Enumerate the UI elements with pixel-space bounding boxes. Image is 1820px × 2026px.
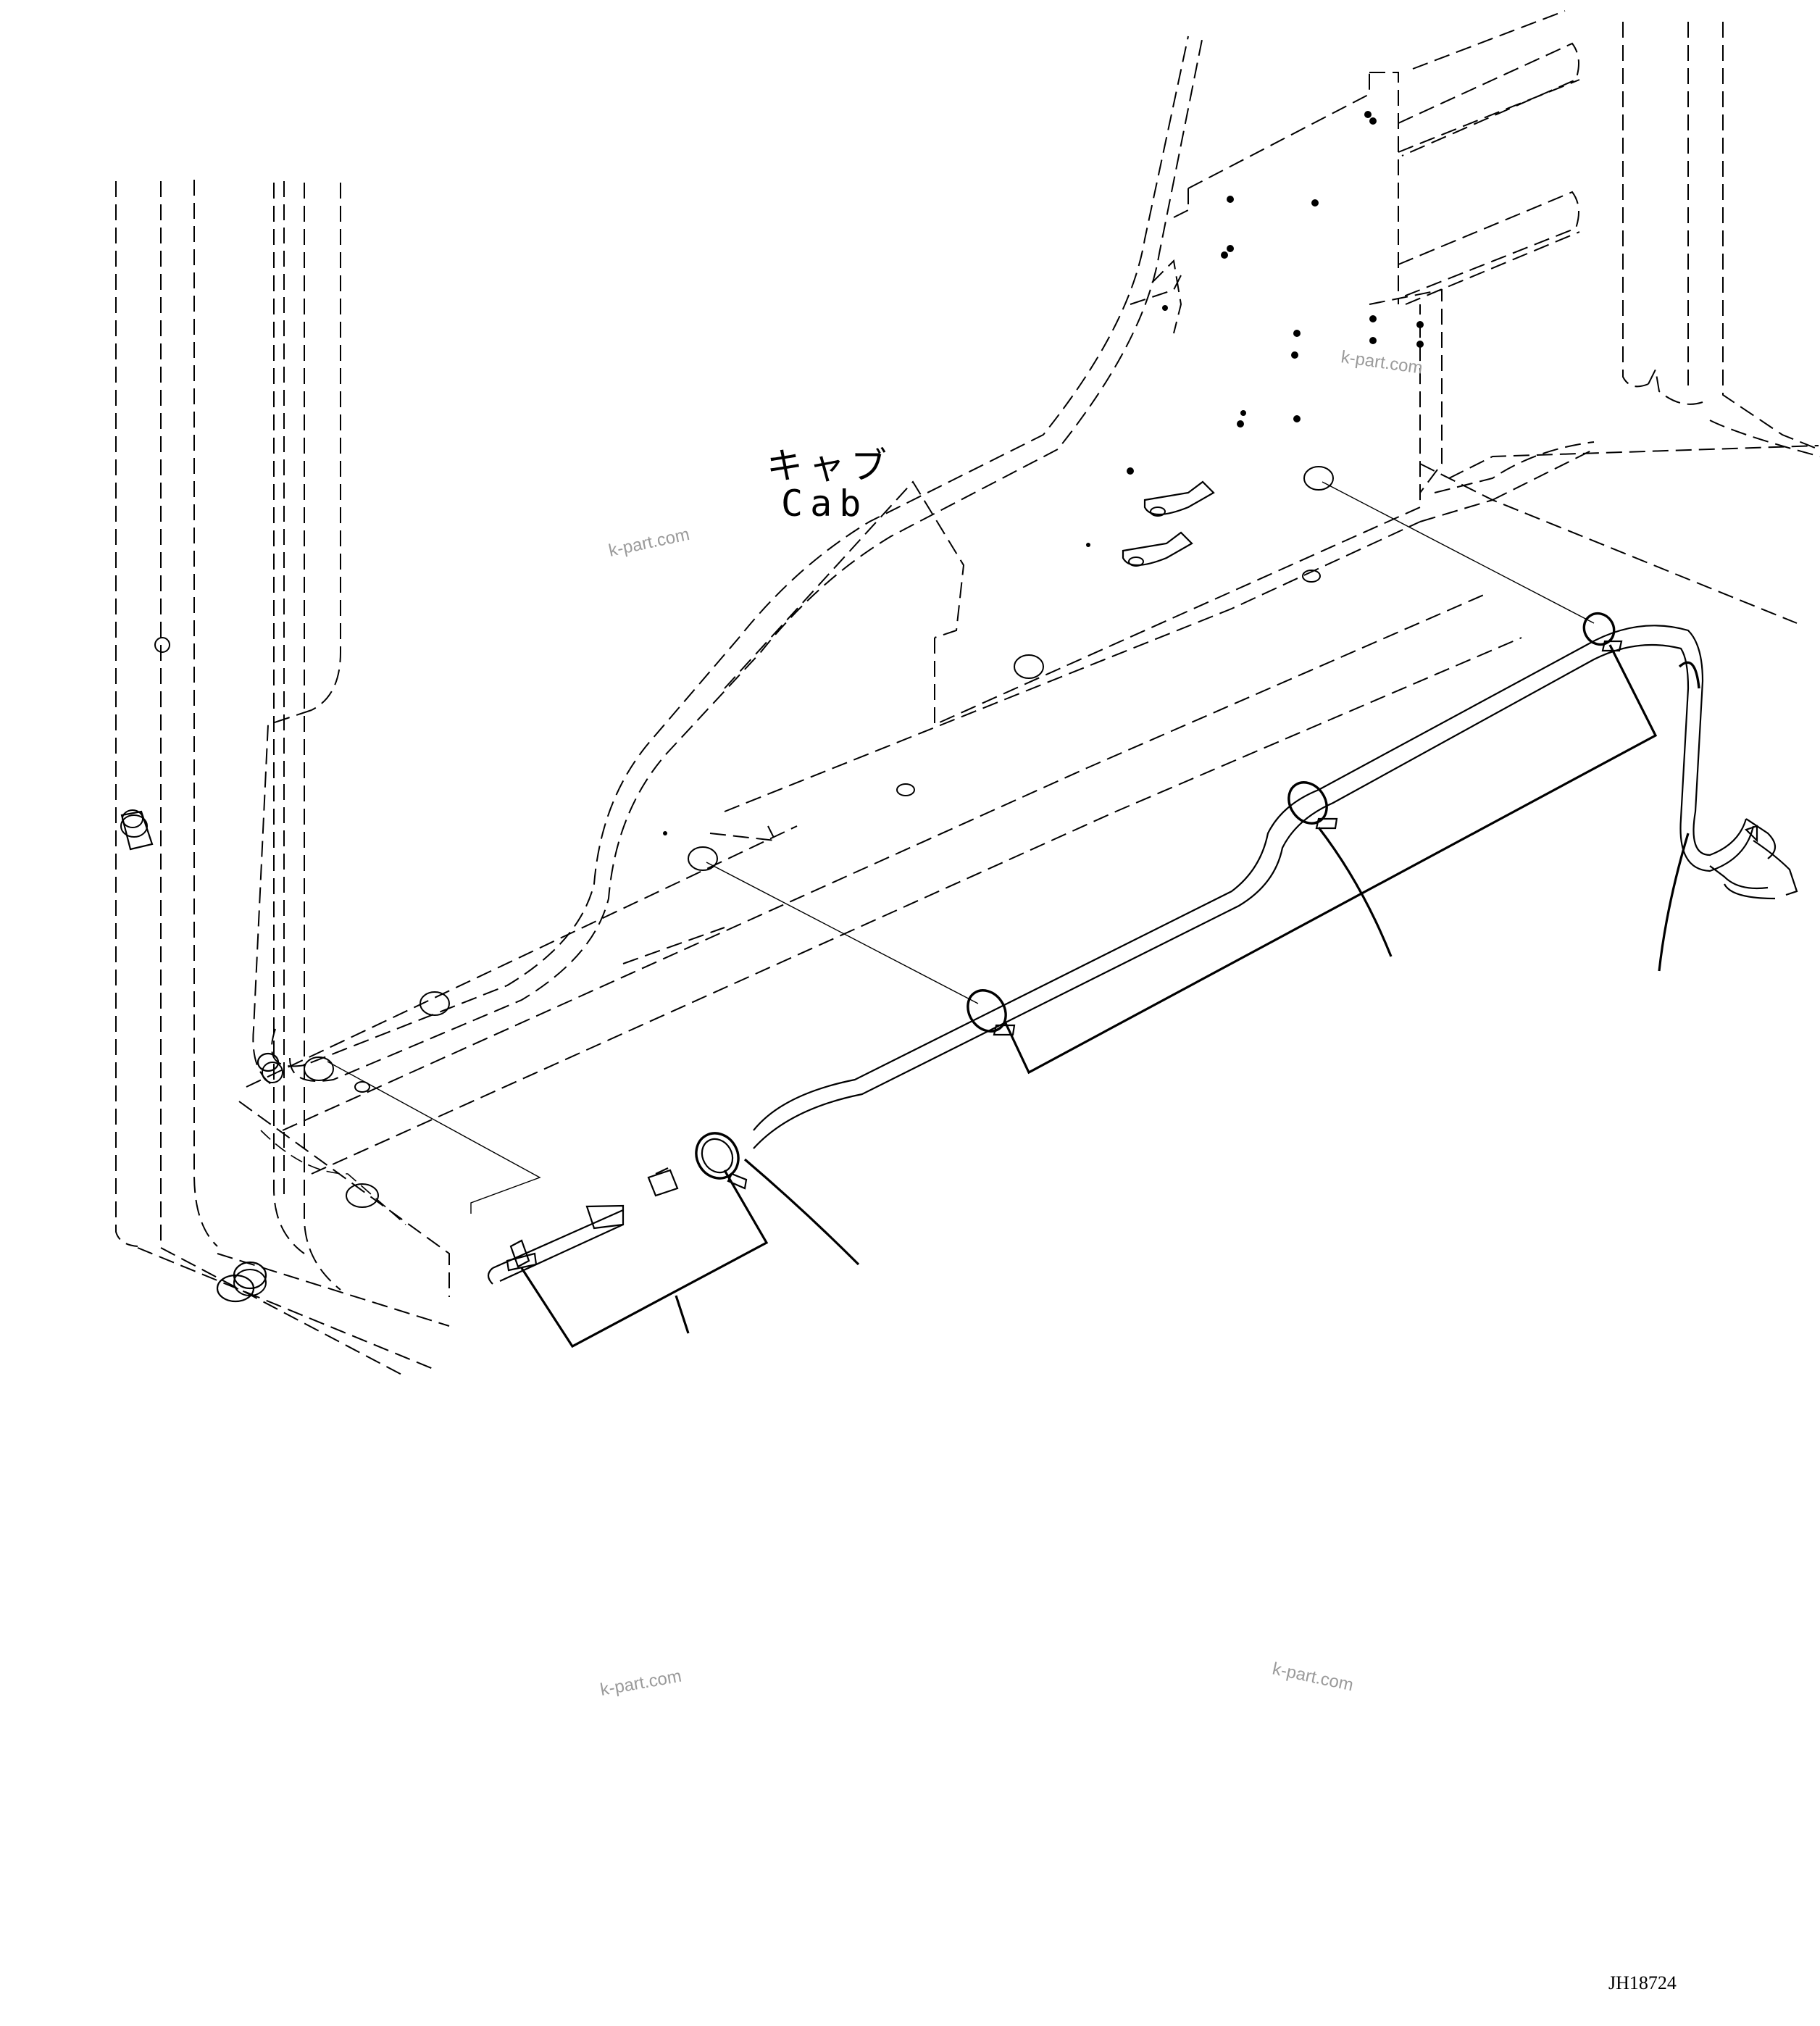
watermark-4: k-part.com bbox=[1271, 1659, 1355, 1695]
cab-label-jp: キャブ bbox=[767, 445, 893, 487]
cab-label-en: Cab bbox=[781, 483, 868, 525]
leader-lines bbox=[520, 644, 1690, 1348]
watermark-3: k-part.com bbox=[598, 1667, 682, 1700]
watermark-1: k-part.com bbox=[607, 525, 691, 561]
panel-holes bbox=[120, 111, 1424, 1303]
drawing-code: JH18724 bbox=[1608, 1972, 1677, 1993]
assembly-lines bbox=[327, 481, 1595, 1214]
hose-assembly bbox=[487, 612, 1798, 1285]
watermark-2: k-part.com bbox=[1340, 347, 1424, 378]
cab-outline bbox=[115, 10, 1820, 1377]
